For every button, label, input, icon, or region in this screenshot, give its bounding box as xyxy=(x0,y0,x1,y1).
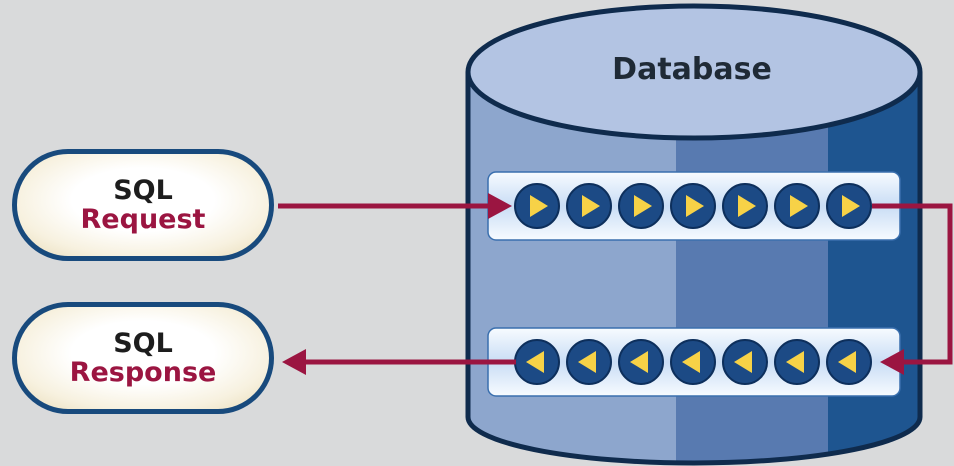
cylinder-top xyxy=(465,3,923,141)
sql-response-line1: SQL xyxy=(113,327,173,359)
return-queue-item xyxy=(670,339,716,385)
forward-queue-item xyxy=(618,183,664,229)
play-right-icon xyxy=(530,195,548,217)
return-queue-item xyxy=(826,339,872,385)
forward-queue-item xyxy=(566,183,612,229)
response-arrow xyxy=(282,349,516,375)
return-queue-item xyxy=(566,339,612,385)
play-right-icon xyxy=(686,195,704,217)
play-left-icon xyxy=(838,351,856,373)
play-right-icon xyxy=(634,195,652,217)
forward-queue-item xyxy=(514,183,560,229)
return-queue-items xyxy=(514,339,872,385)
play-left-icon xyxy=(578,351,596,373)
play-right-icon xyxy=(738,195,756,217)
cylinder-band-right xyxy=(828,72,920,463)
loop-connector xyxy=(872,203,953,375)
return-queue-item xyxy=(514,339,560,385)
play-right-icon xyxy=(790,195,808,217)
sql-request-line2: Request xyxy=(80,204,206,235)
sql-response-line2: Response xyxy=(69,357,217,388)
sql-request-line1: SQL xyxy=(113,174,173,206)
sql-response-node: SQL Response xyxy=(12,302,274,414)
play-left-icon xyxy=(682,351,700,373)
request-arrow xyxy=(278,193,512,219)
return-queue-item xyxy=(618,339,664,385)
return-queue-item xyxy=(722,339,768,385)
play-left-icon xyxy=(526,351,544,373)
forward-queue-item xyxy=(774,183,820,229)
play-right-icon xyxy=(582,195,600,217)
forward-queue-items xyxy=(514,183,872,229)
forward-queue-item xyxy=(722,183,768,229)
play-right-icon xyxy=(842,195,860,217)
play-left-icon xyxy=(630,351,648,373)
sql-request-node: SQL Request xyxy=(12,149,274,261)
forward-queue-item xyxy=(670,183,716,229)
play-left-icon xyxy=(734,351,752,373)
play-left-icon xyxy=(786,351,804,373)
cylinder-outline xyxy=(465,72,923,466)
database-label: Database xyxy=(612,52,772,87)
forward-queue-item xyxy=(826,183,872,229)
return-queue-item xyxy=(774,339,820,385)
